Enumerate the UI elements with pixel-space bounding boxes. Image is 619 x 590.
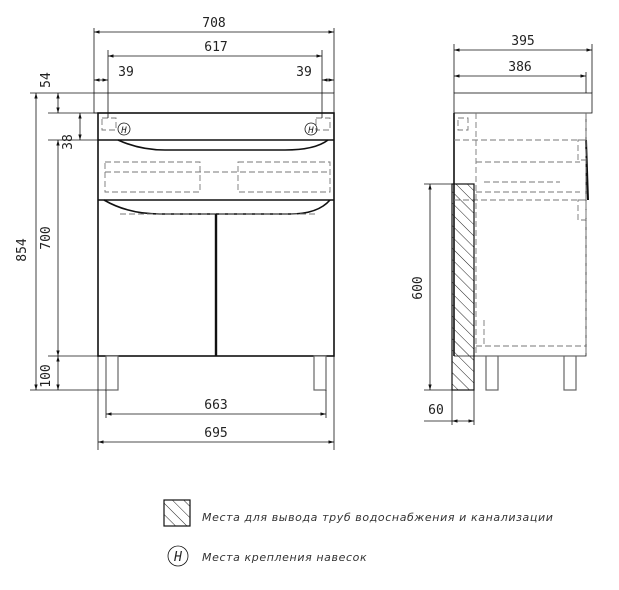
front-countertop: [93, 92, 335, 114]
dim-600: 600: [411, 276, 426, 299]
dim-38: 38: [61, 134, 76, 150]
dim-695: 695: [204, 426, 227, 441]
front-leg-right: [313, 355, 327, 391]
side-countertop: [453, 92, 593, 114]
dim-54: 54: [39, 72, 54, 88]
legend-pipe-outlet-text: Места для вывода труб водоснабжения и ка…: [202, 511, 553, 524]
dim-100: 100: [39, 364, 54, 387]
side-leg-back: [485, 355, 499, 391]
legend-mount-marker: H: [167, 545, 189, 567]
dim-60: 60: [428, 403, 444, 418]
dim-395: 395: [511, 34, 534, 49]
side-leg-front: [563, 355, 577, 391]
front-drawer-handle-curve: [117, 139, 329, 151]
mount-marker-left: H: [117, 122, 131, 136]
legend: Места для вывода труб водоснабжения и ка…: [163, 499, 553, 567]
svg-text:H: H: [307, 126, 314, 136]
dim-39-right: 39: [296, 65, 312, 80]
dim-700: 700: [39, 226, 54, 249]
dim-39-left: 39: [118, 65, 134, 80]
dim-708: 708: [202, 16, 225, 31]
dim-617: 617: [204, 40, 227, 55]
mount-marker-right: H: [304, 122, 318, 136]
front-view: H H 708 617 39 39: [15, 16, 335, 450]
legend-mount-text: Места крепления навесок: [202, 551, 367, 564]
front-leg-left: [105, 355, 119, 391]
hatch-legend-swatch: [163, 499, 191, 527]
dim-386: 386: [508, 60, 531, 75]
side-view: 395 386 600 60: [411, 34, 593, 425]
pipe-outlet-zone: [451, 183, 475, 391]
dim-854: 854: [15, 238, 30, 262]
svg-text:H: H: [120, 126, 127, 136]
svg-text:H: H: [173, 550, 182, 565]
front-door-handle-curve: [103, 199, 331, 215]
dim-663: 663: [204, 398, 227, 413]
